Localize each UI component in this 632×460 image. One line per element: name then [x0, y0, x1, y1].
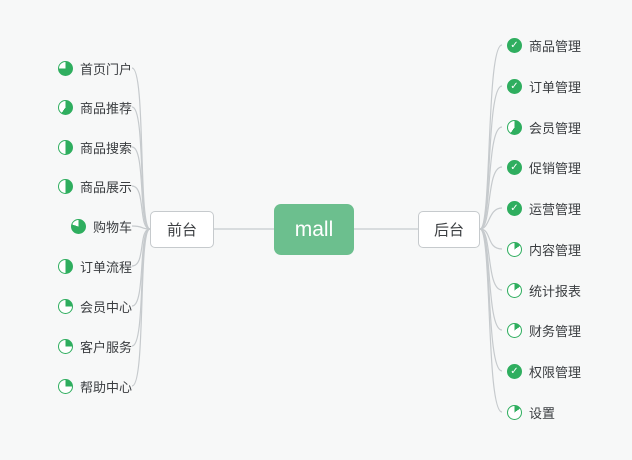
connector-left-branch — [131, 106, 151, 230]
topic-statistics-report[interactable]: 统计报表 — [507, 280, 581, 300]
connector-left-branch — [131, 228, 151, 267]
progress-pie-icon[interactable] — [57, 338, 73, 354]
topic-customer-service[interactable]: 客户服务 — [57, 336, 132, 356]
topic-operation-management[interactable]: ✓ 运营管理 — [507, 198, 581, 218]
connector-right-branch — [479, 85, 503, 230]
topic-home-portal[interactable]: 首页门户 — [57, 58, 132, 78]
topic-label: 商品管理 — [529, 38, 582, 54]
topic-content-management[interactable]: 内容管理 — [507, 239, 581, 259]
topic-label: 订单管理 — [529, 79, 582, 95]
check-icon[interactable]: ✓ — [507, 78, 522, 94]
progress-pie-icon[interactable] — [57, 139, 73, 155]
topic-shopping-cart[interactable]: 购物车 — [70, 216, 132, 236]
connector-left-branch — [131, 228, 151, 387]
connector-left-branch — [131, 185, 151, 230]
connector-left-branch — [131, 146, 151, 230]
topic-label: 权限管理 — [529, 364, 582, 380]
branch-topic-label: 前台 — [166, 222, 197, 239]
topic-label: 首页门户 — [79, 61, 132, 77]
progress-pie-icon[interactable] — [57, 178, 73, 194]
topic-promotion-management[interactable]: ✓ 促销管理 — [507, 157, 581, 177]
root-topic-mall[interactable]: mall — [274, 204, 354, 255]
topic-order-flow[interactable]: 订单流程 — [57, 256, 132, 276]
branch-topic-label: 后台 — [433, 222, 464, 239]
topic-label: 运营管理 — [529, 201, 582, 217]
topic-permission-management[interactable]: ✓ 权限管理 — [507, 361, 581, 381]
topic-label: 客户服务 — [79, 339, 132, 355]
check-icon[interactable]: ✓ — [507, 37, 522, 53]
topic-settings[interactable]: 设置 — [507, 402, 555, 422]
topic-label: 统计报表 — [529, 283, 582, 299]
progress-pie-icon[interactable] — [57, 378, 73, 394]
topic-product-display[interactable]: 商品展示 — [57, 176, 132, 196]
topic-label: 会员管理 — [529, 120, 582, 136]
topic-product-search[interactable]: 商品搜索 — [57, 137, 132, 157]
topic-label: 购物车 — [92, 219, 132, 235]
topic-product-management[interactable]: ✓ 商品管理 — [507, 35, 581, 55]
topic-label: 帮助中心 — [79, 379, 132, 395]
topic-label: 内容管理 — [529, 242, 582, 258]
progress-pie-icon[interactable] — [507, 404, 522, 420]
topic-label: 财务管理 — [529, 323, 582, 339]
branch-topic-frontend[interactable]: 前台 — [150, 211, 214, 248]
connector-right-branch — [479, 126, 503, 230]
branch-topic-backend[interactable]: 后台 — [418, 211, 480, 248]
progress-pie-icon[interactable] — [507, 241, 522, 257]
topic-help-center[interactable]: 帮助中心 — [57, 376, 132, 396]
connector-right-branch — [479, 228, 503, 413]
topic-product-recommend[interactable]: 商品推荐 — [57, 97, 132, 117]
topic-label: 促销管理 — [529, 160, 582, 176]
progress-pie-icon[interactable] — [57, 99, 73, 115]
topic-label: 会员中心 — [79, 299, 132, 315]
topic-member-management[interactable]: 会员管理 — [507, 117, 581, 137]
progress-pie-icon[interactable] — [70, 218, 86, 234]
root-topic-label: mall — [294, 217, 334, 241]
topic-label: 订单流程 — [79, 259, 132, 275]
connector-right-branch — [479, 166, 503, 230]
progress-pie-icon[interactable] — [507, 119, 522, 135]
topic-label: 商品展示 — [79, 179, 132, 195]
connector-right-branch — [479, 207, 503, 230]
topic-order-management[interactable]: ✓ 订单管理 — [507, 76, 581, 96]
topic-label: 设置 — [529, 405, 556, 421]
topic-finance-management[interactable]: 财务管理 — [507, 320, 581, 340]
topic-label: 商品推荐 — [79, 100, 132, 116]
topic-member-center[interactable]: 会员中心 — [57, 296, 132, 316]
progress-pie-icon[interactable] — [507, 322, 522, 338]
progress-pie-icon[interactable] — [507, 282, 522, 298]
progress-pie-icon[interactable] — [57, 60, 73, 76]
connector-right-branch — [479, 228, 503, 291]
progress-pie-icon[interactable] — [57, 298, 73, 314]
progress-pie-icon[interactable] — [57, 258, 73, 274]
check-icon[interactable]: ✓ — [507, 159, 522, 175]
check-icon[interactable]: ✓ — [507, 363, 522, 379]
check-icon[interactable]: ✓ — [507, 200, 522, 216]
topic-label: 商品搜索 — [79, 140, 132, 156]
